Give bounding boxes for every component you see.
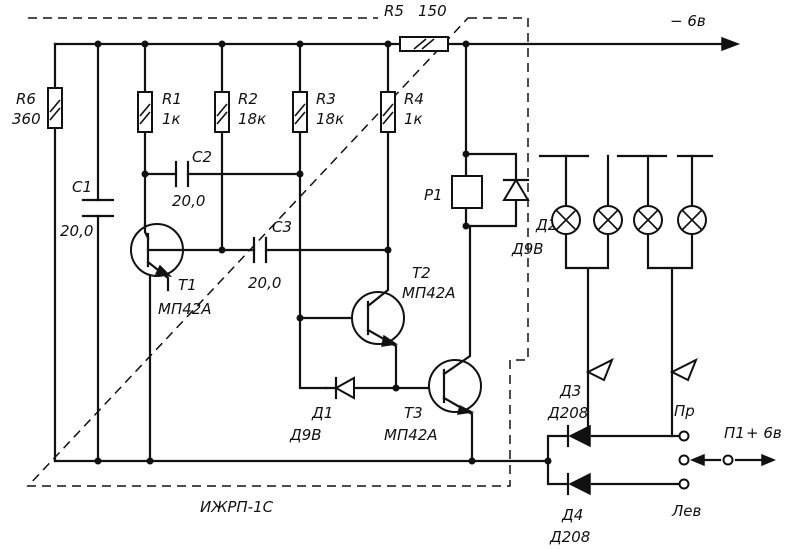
c3-value: 20,0 — [248, 274, 281, 292]
capacitor-c3 — [252, 236, 268, 264]
r5-name: R5 — [384, 2, 404, 20]
flag-right — [669, 357, 698, 382]
r1-name: R1 — [162, 90, 182, 108]
capacitor-c1 — [81, 198, 115, 218]
lamp-2 — [593, 205, 623, 235]
flag-left — [585, 357, 614, 382]
r3-name: R3 — [316, 90, 336, 108]
r1-value: 1к — [162, 110, 181, 128]
t2-type: МП42А — [402, 284, 456, 302]
c2-wire — [143, 172, 302, 227]
r6-value: 360 — [12, 110, 41, 128]
transistor-t1 — [130, 223, 224, 292]
transistor-t2 — [351, 248, 405, 390]
plus-supply-label: + 6в — [746, 424, 782, 442]
relay-name: P1 — [424, 186, 443, 204]
supply-label: − 6в — [670, 12, 706, 30]
t3-type: МП42А — [384, 426, 438, 444]
d1-type: Д9В — [289, 426, 322, 444]
capacitor-c2 — [174, 160, 190, 188]
junction-dots — [94, 40, 552, 465]
r2-wire — [220, 42, 390, 252]
lamp-1 — [551, 205, 581, 235]
resistor-r2 — [214, 91, 230, 133]
lamp-drop-wires — [564, 154, 694, 438]
r4-name: R4 — [404, 90, 424, 108]
resistor-r1 — [137, 91, 153, 133]
r5-value: 150 — [418, 2, 447, 20]
resistor-r4 — [380, 91, 396, 133]
diode-d3 — [566, 424, 591, 448]
c2-name: C2 — [192, 148, 212, 166]
d3-name: Д3 — [559, 382, 581, 400]
t1-name: T1 — [178, 276, 197, 294]
diode-bridge-wire — [546, 434, 682, 486]
switch-right-label: Пр — [674, 402, 695, 420]
resistor-r6 — [47, 87, 63, 129]
switch-name: П1 — [724, 424, 745, 442]
relay-p1 — [451, 175, 483, 209]
d4-name: Д4 — [561, 506, 583, 524]
r4-value: 1к — [404, 110, 423, 128]
diode-d4 — [566, 472, 591, 496]
d4-type: Д208 — [549, 528, 590, 546]
d3-type: Д208 — [547, 404, 588, 422]
c3-name: C3 — [272, 218, 292, 236]
lamp-4 — [677, 205, 707, 235]
r3-wire — [298, 42, 328, 390]
diode-d1 — [333, 376, 355, 400]
c1-value: 20,0 — [60, 222, 93, 240]
diode-d2 — [502, 178, 530, 201]
output-arrow — [721, 36, 741, 52]
d1-name: Д1 — [311, 404, 333, 422]
switch-left-label: Лев — [671, 502, 702, 520]
c1-name: C1 — [72, 178, 92, 196]
resistor-r3 — [292, 91, 308, 133]
switch-p1 — [678, 430, 776, 490]
r2-value: 18к — [238, 110, 266, 128]
module-boundary — [26, 17, 529, 487]
r3-value: 18к — [316, 110, 344, 128]
c2-value: 20,0 — [172, 192, 205, 210]
lamp-3 — [633, 205, 663, 235]
module-label: ИЖРП-1С — [200, 498, 274, 516]
r2-name: R2 — [238, 90, 258, 108]
transistor-t3 — [428, 224, 482, 463]
t3-name: T3 — [404, 404, 423, 422]
t2-name: T2 — [412, 264, 431, 282]
resistor-r5 — [399, 36, 449, 52]
r6-name: R6 — [16, 90, 36, 108]
t1-type: МП42А — [158, 300, 212, 318]
d2-type: Д9В — [511, 240, 544, 258]
